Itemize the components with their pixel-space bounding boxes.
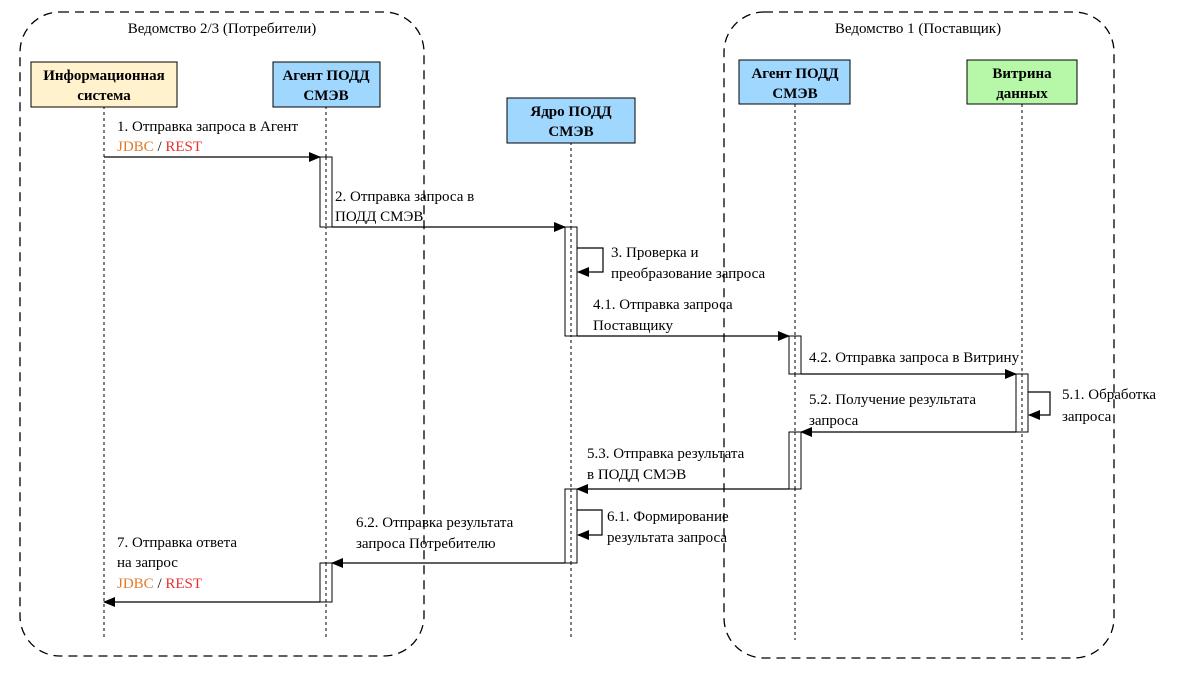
message-arrows (103, 152, 1051, 607)
actor-is-line1: Информационная (43, 68, 165, 84)
consumer-region-frame (19, 11, 425, 657)
consumer-region-label: Ведомство 2/3 (Потребители) (128, 21, 317, 37)
activation-lifelines (325, 157, 1023, 602)
lifelines (103, 104, 1023, 640)
label-m51-line2: запроса (1062, 409, 1112, 425)
actor-agent-consumer-line1: Агент ПОДД (282, 68, 370, 84)
actor-agent-provider-line1: Агент ПОДД (751, 66, 839, 82)
label-m7-line1: 7. Отправка ответа (117, 535, 237, 551)
label-m1-protocols: JDBC / REST (117, 139, 202, 155)
actor-vitrina-box (966, 59, 1078, 105)
actor-core-box (506, 97, 636, 144)
label-m2-line2: ПОДД СМЭВ (335, 209, 423, 225)
label-m7-line2: на запрос (117, 555, 178, 571)
label-m3-line2: преобразование запроса (611, 266, 765, 282)
actor-agent-consumer: Агент ПОДД СМЭВ (272, 61, 381, 108)
label-m52-line2: запроса (809, 413, 859, 429)
arrow-m3 (577, 247, 604, 277)
actor-core-line2: СМЭВ (548, 124, 593, 140)
label-m52-line1: 5.2. Получение результата (809, 392, 976, 408)
label-m41-line2: Поставщику (593, 318, 673, 334)
label-m1-sep: / (154, 139, 166, 155)
label-m62-line2: запроса Потребителю (356, 536, 496, 552)
label-m61-line1: 6.1. Формирование (607, 509, 729, 525)
label-m7-sep: / (154, 576, 166, 592)
actor-is-box (30, 61, 178, 108)
activation-agent-consumer-1 (319, 156, 333, 228)
label-m51-line1: 5.1. Обработка (1062, 387, 1156, 403)
label-m3-line1: 3. Проверка и (611, 245, 698, 261)
label-m53-line2: в ПОДД СМЭВ (587, 467, 686, 483)
actor-vitrina-line1: Витрина (992, 66, 1052, 82)
actor-is: Информационная система (30, 61, 178, 108)
arrow-m51 (1028, 391, 1051, 420)
provider-region-frame (723, 11, 1115, 659)
actor-agent-provider: Агент ПОДД СМЭВ (738, 59, 851, 105)
label-m7-jdbc: JDBC (117, 576, 154, 592)
actor-core: Ядро ПОДД СМЭВ (506, 97, 636, 144)
label-m53-line1: 5.3. Отправка результата (587, 446, 745, 462)
label-m1-rest: REST (165, 139, 202, 155)
label-m1-jdbc: JDBC (117, 139, 154, 155)
label-m7-rest: REST (165, 576, 202, 592)
actor-core-line1: Ядро ПОДД (530, 104, 612, 120)
label-m1-line1: 1. Отправка запроса в Агент (117, 119, 298, 135)
actor-is-line2: система (77, 88, 131, 104)
actor-vitrina-line2: данных (996, 86, 1048, 102)
actor-agent-provider-line2: СМЭВ (772, 86, 817, 102)
actor-vitrina: Витрина данных (966, 59, 1078, 105)
label-m61-line2: результата запроса (607, 530, 727, 546)
label-m2-line1: 2. Отправка запроса в (335, 189, 474, 205)
actor-agent-consumer-line2: СМЭВ (303, 88, 348, 104)
label-m41-line1: 4.1. Отправка запроса (593, 297, 733, 313)
label-m62-line1: 6.2. Отправка результата (356, 515, 514, 531)
provider-region-label: Ведомство 1 (Поставщик) (835, 21, 1001, 37)
arrow-m61 (577, 509, 603, 540)
label-m7-protocols: JDBC / REST (117, 576, 202, 592)
actor-agent-consumer-box (272, 61, 381, 108)
actor-agent-provider-box (738, 59, 851, 105)
label-m42-line1: 4.2. Отправка запроса в Витрину (809, 350, 1020, 366)
